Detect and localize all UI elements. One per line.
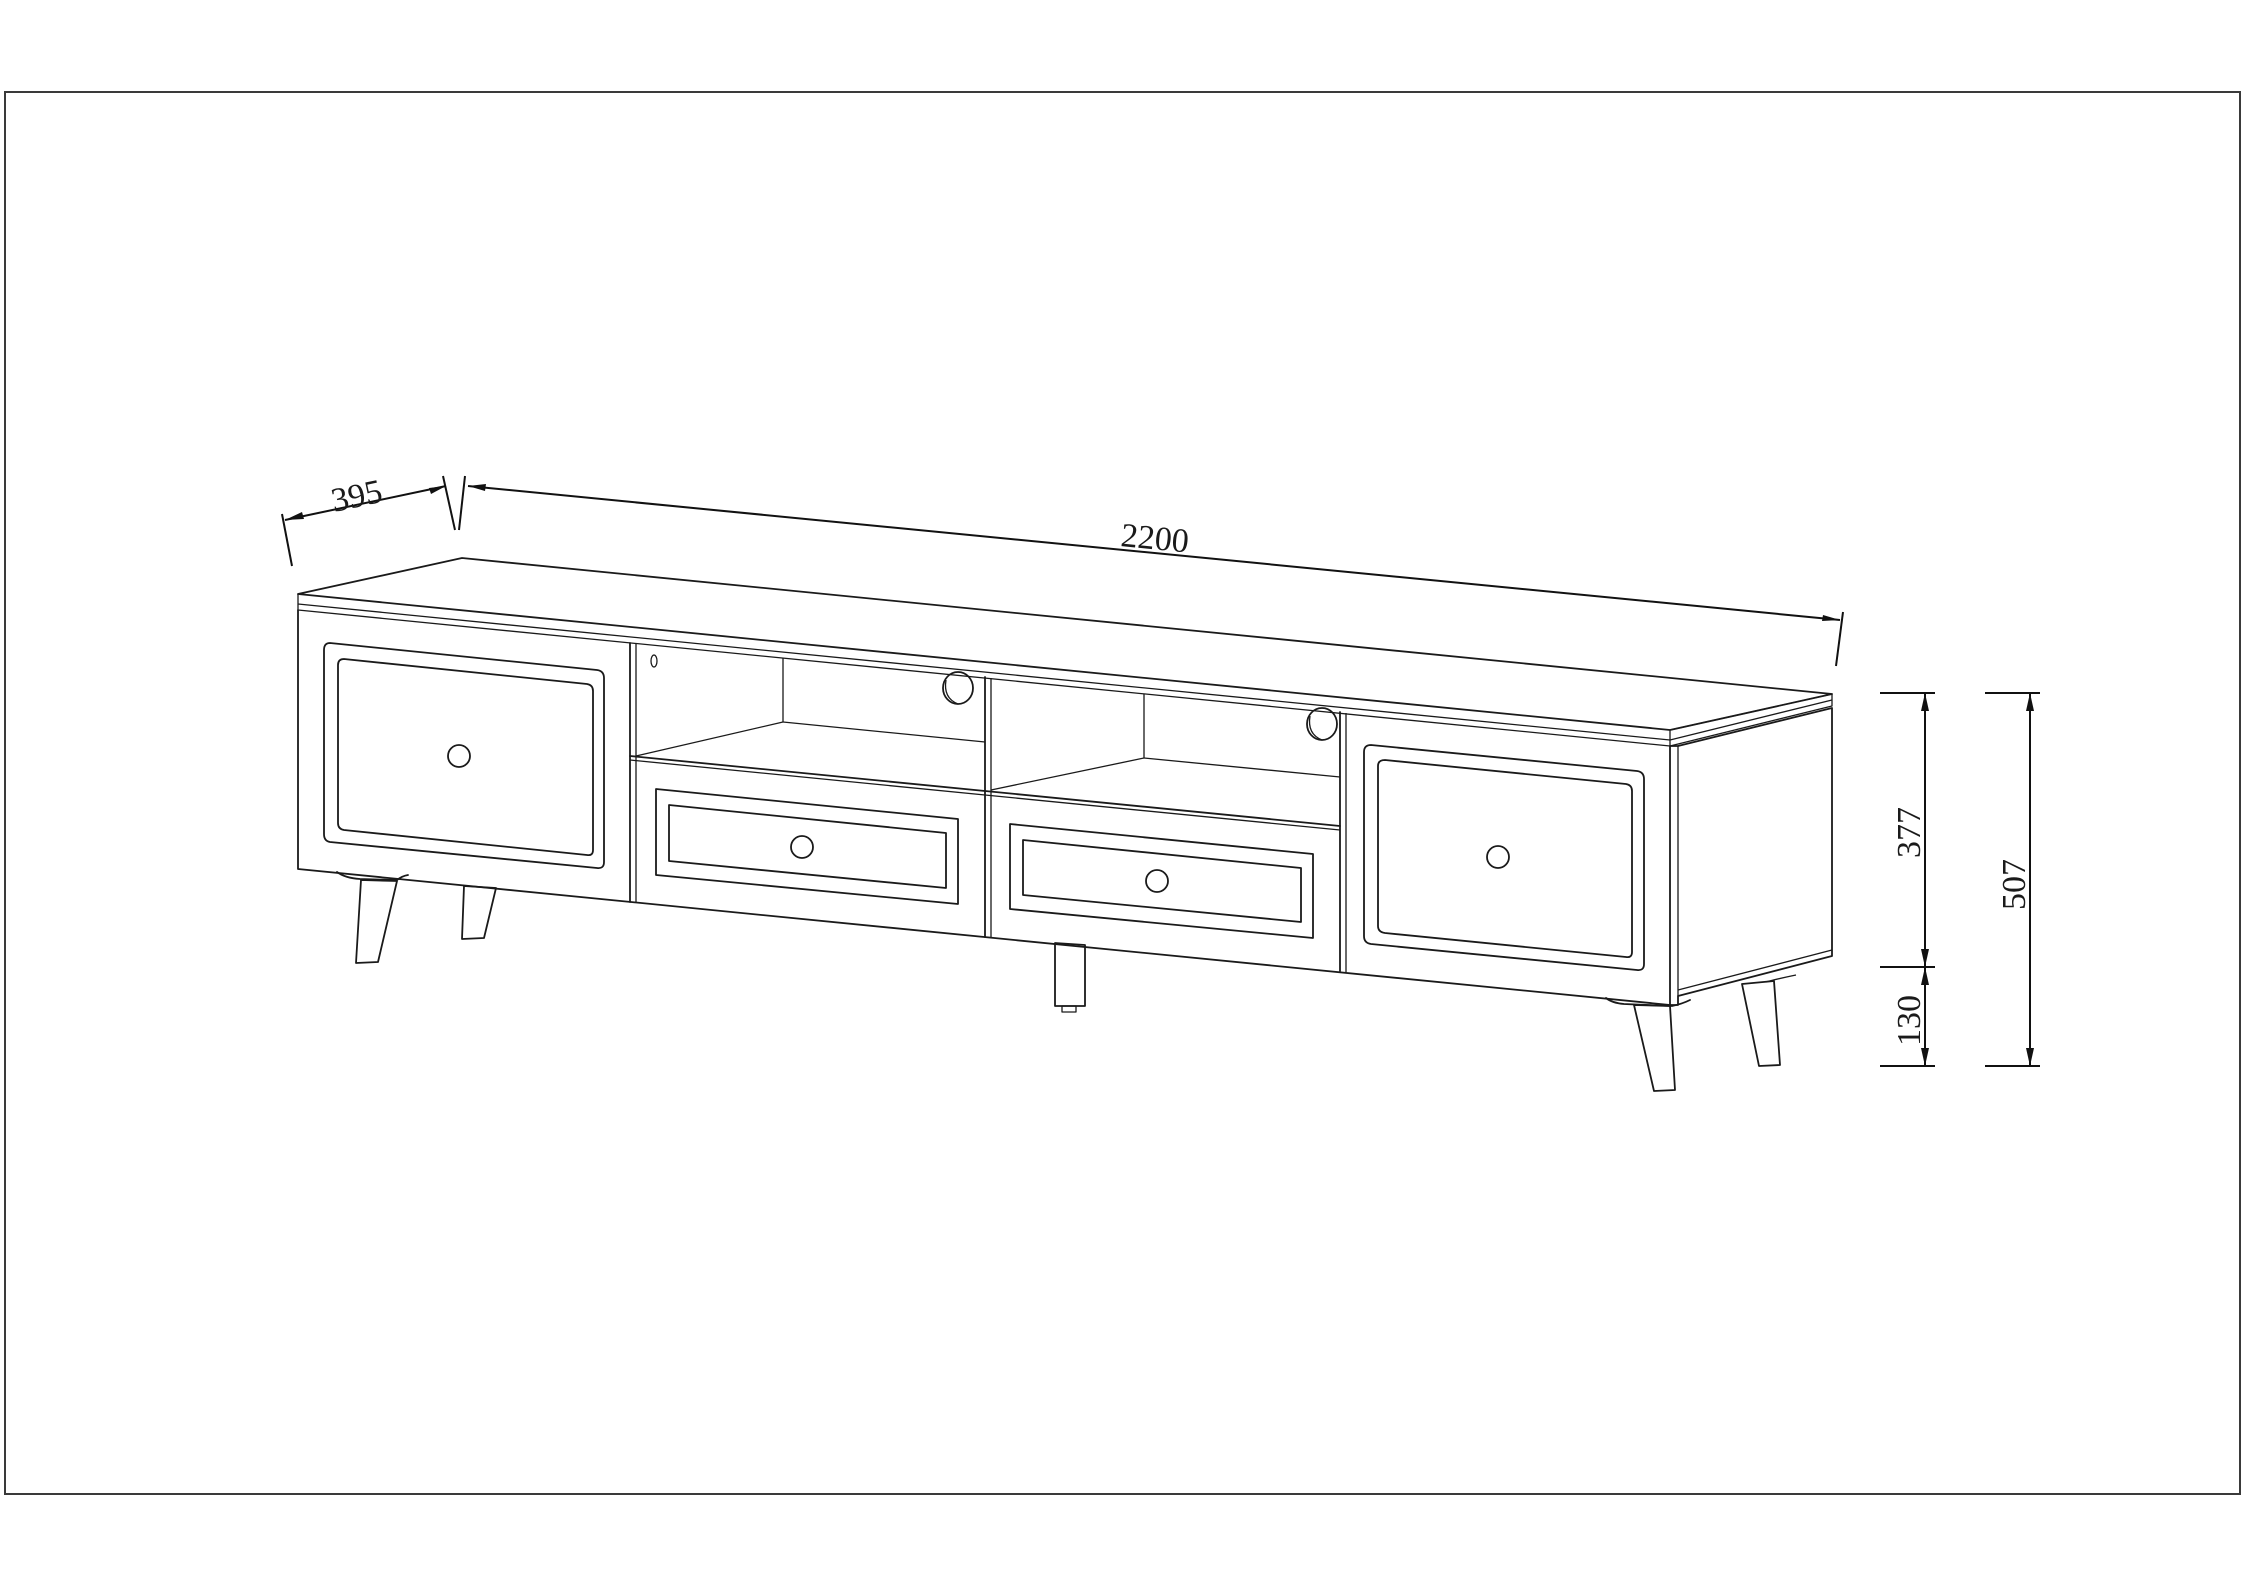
legs — [336, 871, 1797, 1092]
leg-front-right — [1633, 1004, 1676, 1092]
drawer-knob-left — [790, 835, 814, 859]
cable-hole-right — [1306, 707, 1338, 741]
side-panel — [1669, 707, 1833, 1006]
shelf-left — [629, 654, 986, 796]
body-height-label: 377 — [1891, 807, 1928, 858]
drawing-border — [4, 91, 2241, 1495]
leg-back-left — [461, 885, 497, 940]
cable-hole-left — [942, 671, 974, 705]
dimension-depth: 395 — [281, 473, 456, 567]
leg-front-left — [355, 879, 398, 964]
dimension-leg-height: 130 — [1880, 967, 1935, 1067]
drawer-knob-right — [1145, 869, 1169, 893]
dimension-total-height: 507 — [1985, 692, 2040, 1067]
door-knob-left — [447, 744, 471, 768]
leg-back-right — [1741, 980, 1781, 1067]
right-door — [1363, 744, 1645, 972]
tv-stand — [297, 557, 1833, 1092]
total-height-label: 507 — [1996, 859, 2033, 910]
small-hole — [650, 654, 658, 668]
drawer-right — [1009, 823, 1314, 939]
shelf-right — [984, 694, 1341, 831]
top-edge-front — [297, 594, 1671, 747]
drawer-left — [655, 788, 959, 905]
leg-center — [1054, 942, 1086, 1007]
door-knob-right — [1486, 845, 1510, 869]
dimension-width: 2200 — [458, 475, 1844, 667]
left-door — [323, 642, 605, 870]
depth-label: 395 — [328, 473, 386, 520]
dimension-body-height: 377 — [1880, 692, 1935, 968]
front-body — [297, 609, 1671, 1006]
width-label: 2200 — [1119, 517, 1190, 560]
leg-height-label: 130 — [1891, 995, 1928, 1046]
top-surface — [297, 557, 1833, 731]
